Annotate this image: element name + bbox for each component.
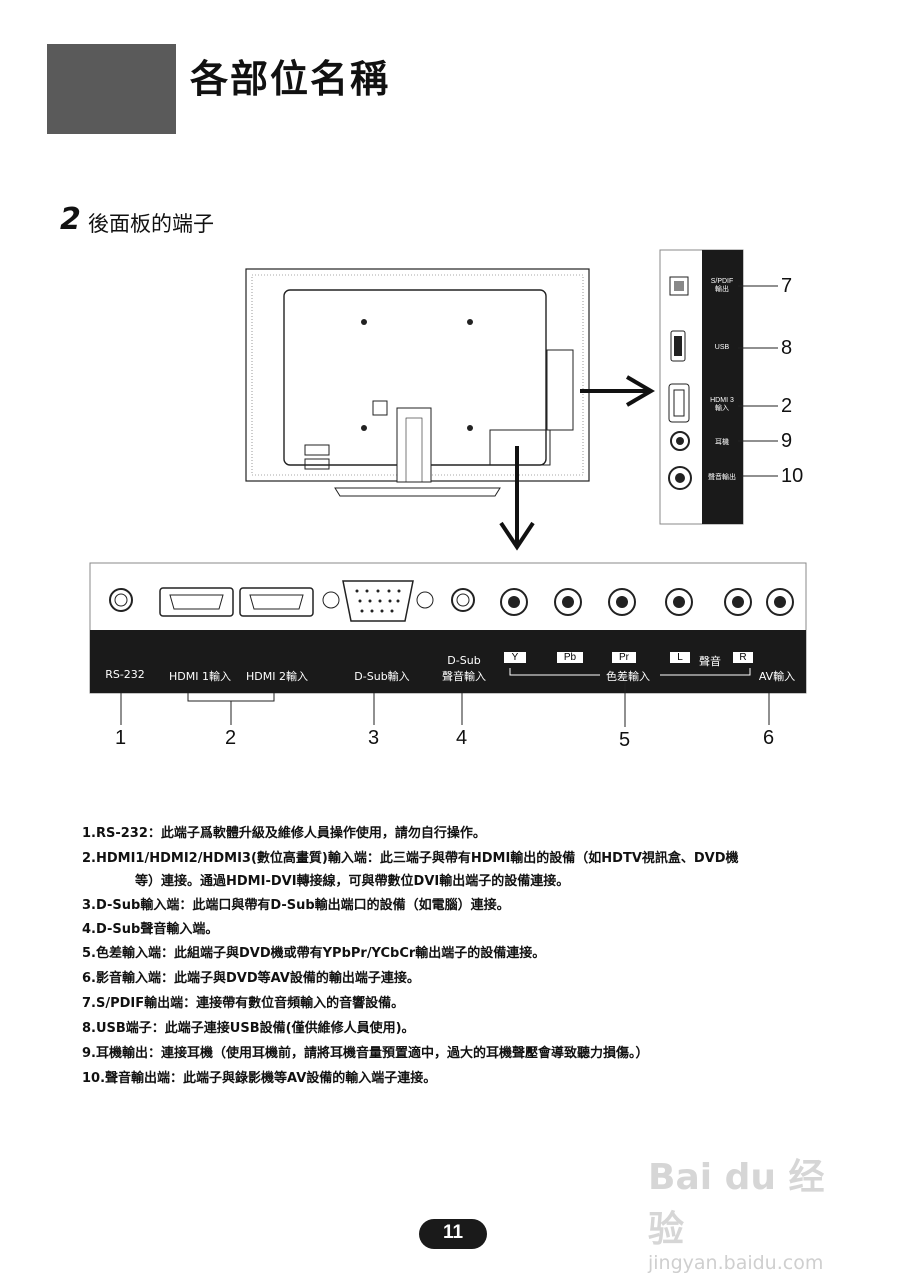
section-number: 2 (60, 202, 81, 237)
dsub-screw (416, 591, 434, 609)
rca-pb (554, 588, 582, 616)
desc-2-cont: 等）連接。通過HDMI-DVI轉接線，可與帶數位DVI輸出端子的設備連接。 (135, 874, 570, 889)
dsub-screw (322, 591, 340, 609)
label-sound: 聲音 (699, 655, 721, 668)
side-num-9: 9 (781, 430, 793, 452)
desc-7: 7.S/PDIF輸出端：連接帶有數位音頻輸入的音響設備。 (82, 996, 405, 1011)
label-pr: Pr (612, 652, 636, 663)
section-title: 後面板的端子 (88, 212, 214, 236)
desc-10: 10.聲音輸出端：此端子與錄影機等AV設備的輸入端子連接。 (82, 1071, 437, 1086)
page-title: 各部位名稱 (190, 57, 391, 101)
watermark-logo: Bai du 经验 (648, 1157, 825, 1250)
desc-3: 3.D-Sub輸入端：此端口與帶有D-Sub輸出端口的設備（如電腦）連接。 (82, 898, 510, 913)
desc-5: 5.色差輸入端：此組端子與DVD機或帶有YPbPr/YCbCr輸出端子的設備連接… (82, 946, 546, 961)
side-num-2: 2 (781, 395, 793, 417)
rca-r (766, 588, 794, 616)
label-l: L (670, 652, 690, 663)
rca-y (500, 588, 528, 616)
side-num-10: 10 (781, 465, 804, 487)
callout-1: 1 (115, 727, 127, 749)
desc-1: 1.RS-232：此端子爲軟體升級及維修人員操作使用，請勿自行操作。 (82, 826, 486, 841)
stand-base (334, 487, 501, 497)
mount-hole (361, 425, 367, 431)
label-y: Y (504, 652, 526, 663)
callout-4: 4 (456, 727, 468, 749)
label-sticker (372, 400, 388, 416)
label-rs232: RS-232 (105, 668, 145, 681)
rca-pr (608, 588, 636, 616)
baidu-watermark: Bai du 经验 jingyan.baidu.com (648, 1148, 848, 1274)
label-r: R (733, 652, 753, 663)
callout-5: 5 (619, 729, 631, 751)
side-label-audio-out: 聲音輸出 (708, 474, 736, 481)
callout-2: 2 (225, 727, 237, 749)
desc-9: 9.耳機輸出：連接耳機（使用耳機前，請將耳機音量預置適中，過大的耳機聲壓會導致聽… (82, 1046, 649, 1061)
desc-8: 8.USB端子：此端子連接USB設備(僅供維修人員使用)。 (82, 1021, 415, 1036)
rca-video (665, 588, 693, 616)
desc-4: 4.D-Sub聲音輸入端。 (82, 922, 219, 937)
label-hdmi1: HDMI 1輸入 (169, 670, 231, 683)
label-dsub: D-Sub輸入 (354, 670, 410, 683)
mount-hole (361, 319, 367, 325)
label-av-in: AV輸入 (758, 670, 796, 683)
desc-2: 2.HDMI1/HDMI2/HDMI3(數位高畫質)輸入端：此三端子與帶有HDM… (82, 851, 739, 866)
label-pb: Pb (557, 652, 583, 663)
callout-6: 6 (763, 727, 775, 749)
bottom-panel-diagram (89, 562, 807, 727)
side-label-headphone: 耳機 (715, 439, 729, 446)
dsub-port (342, 580, 414, 622)
mount-hole (467, 319, 473, 325)
rca-l (724, 588, 752, 616)
label-dsub-audio-2: 聲音輸入 (442, 670, 486, 683)
side-label-spdif: S/PDIF 輸出 (710, 278, 734, 293)
page-number-pill (419, 1219, 487, 1249)
watermark-url: jingyan.baidu.com (648, 1252, 824, 1274)
side-num-8: 8 (781, 337, 793, 359)
page-number: 11 (442, 1222, 464, 1243)
label-dsub-audio-1: D-Sub (447, 654, 481, 667)
side-label-usb: USB (714, 344, 730, 351)
side-label-hdmi3: HDMI 3 輸入 (710, 397, 734, 412)
callout-3: 3 (368, 727, 380, 749)
side-num-7: 7 (781, 275, 793, 297)
desc-6: 6.影音輸入端：此端子與DVD等AV設備的輸出端子連接。 (82, 971, 420, 986)
tv-rear-diagram (245, 249, 778, 551)
label-color-diff: 色差輸入 (606, 670, 650, 683)
label-hdmi2: HDMI 2輸入 (246, 670, 308, 683)
mount-hole (467, 425, 473, 431)
header-block (47, 44, 176, 134)
